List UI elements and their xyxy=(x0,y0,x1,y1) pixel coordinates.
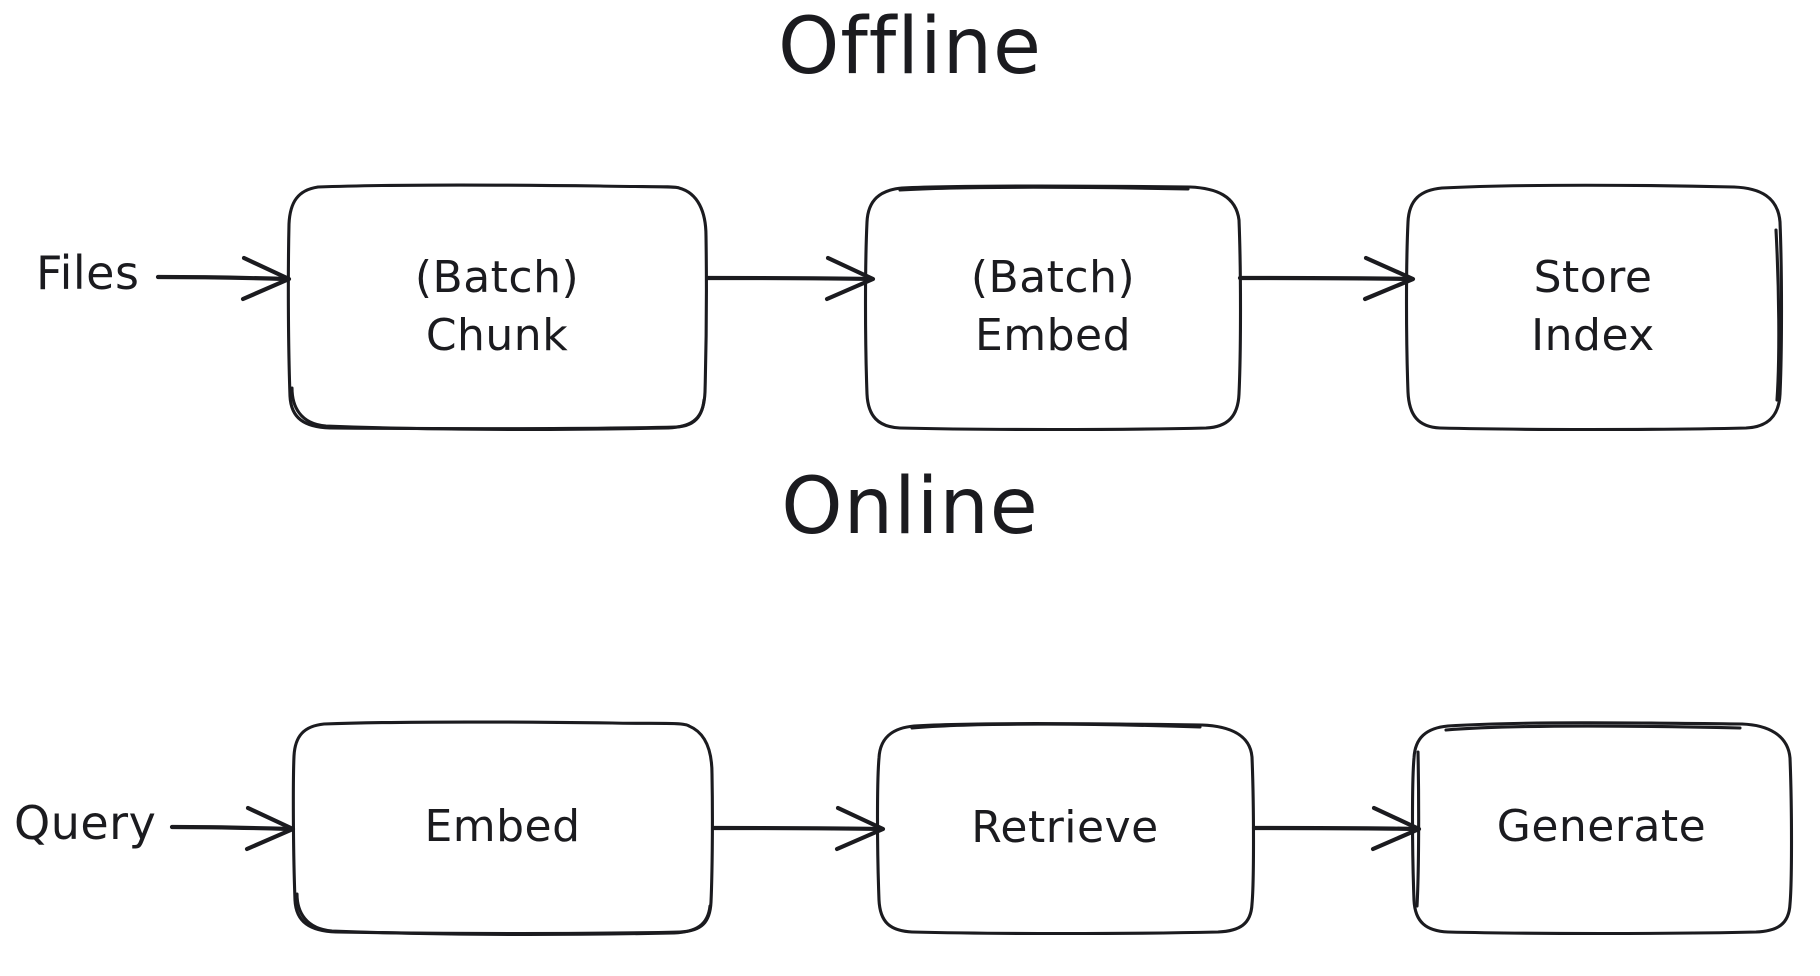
arrow-chunk-to-embed xyxy=(705,255,876,302)
arrow-embed-to-store xyxy=(1237,255,1416,302)
node-line-1: (Batch) xyxy=(414,251,580,303)
node-label-store-index[interactable]: Store Index xyxy=(1406,186,1780,428)
node-label-batch-chunk[interactable]: (Batch) Chunk xyxy=(288,186,706,428)
node-line-1: Embed xyxy=(424,801,581,853)
node-label-batch-embed[interactable]: (Batch) Embed xyxy=(866,186,1240,428)
section-title-online: Online xyxy=(781,462,1039,552)
node-line-1: Generate xyxy=(1496,801,1707,853)
node-line-1: Store xyxy=(1533,251,1653,303)
node-box-generate xyxy=(1410,721,1794,936)
arrow-embed-to-retrieve xyxy=(711,805,886,852)
input-label-query: Query xyxy=(14,796,157,850)
node-line-2: Index xyxy=(1531,310,1655,361)
node-box-store-index xyxy=(1404,183,1784,432)
node-label-generate[interactable]: Generate xyxy=(1413,723,1790,932)
node-label-embed[interactable]: Embed xyxy=(293,723,712,932)
node-box-batch-chunk xyxy=(286,183,708,431)
input-label-files: Files xyxy=(36,246,140,300)
node-line-2: Chunk xyxy=(425,310,569,361)
node-label-retrieve[interactable]: Retrieve xyxy=(878,725,1252,932)
arrow-files-to-chunk xyxy=(155,255,292,302)
node-line-1: Retrieve xyxy=(971,802,1159,854)
node-box-embed xyxy=(291,720,714,936)
node-line-1: (Batch) xyxy=(970,251,1136,303)
node-line-2: Embed xyxy=(974,310,1132,361)
node-box-batch-embed xyxy=(863,184,1243,432)
section-title-offline: Offline xyxy=(777,2,1043,92)
arrow-query-to-embed xyxy=(169,805,296,852)
arrow-retrieve-to-generate xyxy=(1251,805,1422,852)
